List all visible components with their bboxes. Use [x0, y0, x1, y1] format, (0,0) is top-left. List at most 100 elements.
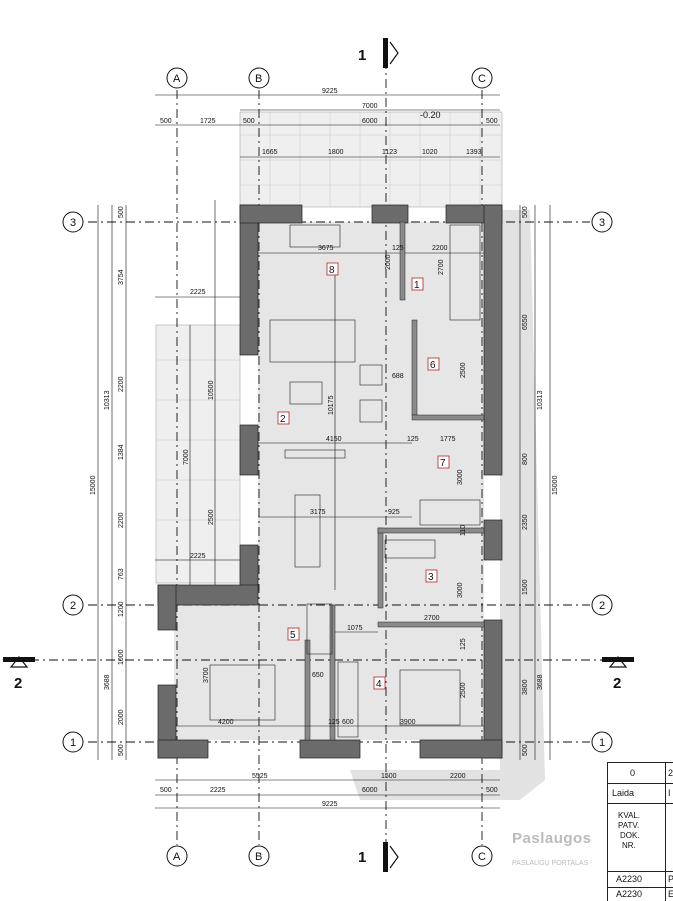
dim-bot-500a: 500: [160, 787, 172, 794]
dim-k-2200: 2200: [432, 245, 448, 252]
title-block-divider: [665, 763, 666, 901]
dim-left-500a: 500: [118, 206, 125, 218]
title-block-code2: A2230: [616, 889, 643, 899]
dim-left-10313: 10313: [104, 390, 111, 410]
title-block-laida: Laida: [612, 788, 635, 798]
dim-bot-500b: 500: [486, 787, 498, 794]
dim-top-7000: 7000: [362, 103, 378, 110]
interior-floor: [174, 222, 484, 740]
dim-in-2225a: 2225: [190, 289, 206, 296]
dim-k-125: 125: [392, 245, 404, 252]
dim-right-15000: 15000: [552, 475, 559, 495]
room-7-label: 7: [440, 458, 446, 469]
section-markers: 1 1 2 2: [3, 38, 634, 872]
watermark-subtitle: PASLAUGŲ PORTALAS: [512, 860, 589, 867]
dim-left-2200a: 2200: [118, 376, 125, 392]
dim-bot-2225: 2225: [210, 787, 226, 794]
dim-right-1500: 1500: [522, 579, 529, 595]
axis-markers: A B C A B C 3 2 1 3 2 1: [62, 67, 613, 867]
axis-c-top: C: [478, 73, 486, 85]
dim-left-3688: 3688: [104, 674, 111, 690]
section-2-left: 2: [14, 675, 22, 692]
room-2-label: 2: [280, 414, 286, 425]
dim-bot-total: 9225: [322, 801, 338, 808]
dim-l-1775: 1775: [440, 436, 456, 443]
dim-right-500b: 500: [522, 744, 529, 756]
title-block-kval: KVAL.: [618, 811, 641, 820]
shadow-area: [155, 111, 545, 800]
title-block-rev: 0: [630, 768, 636, 778]
title-block-code1: A2230: [616, 874, 643, 884]
section-1-top: 1: [358, 47, 366, 64]
dim-right-800: 800: [522, 453, 529, 465]
axis-3-left: 3: [70, 217, 76, 229]
title-block-row-code1: A2230 P: [608, 871, 673, 888]
dim-b-3900: 3900: [400, 719, 416, 726]
room-3-label: 3: [428, 572, 434, 583]
dim-win-1020: 1020: [422, 149, 438, 156]
dim-top-6000: 6000: [362, 118, 378, 125]
dim-right-3800: 3800: [522, 679, 529, 695]
level-mark: -0.20: [420, 110, 441, 120]
dim-r3-3000: 3000: [457, 582, 464, 598]
title-block-table: 0 2 Laida I KVAL. PATV. DOK. NR. A2230 P…: [607, 762, 673, 901]
dim-left-2000: 2000: [118, 709, 125, 725]
axis-a-bottom: A: [173, 851, 181, 863]
dim-left-763: 763: [118, 568, 125, 580]
room-labels: 8 1 6 2 7 3 5 4: [277, 262, 450, 690]
dim-bot-5525: 5525: [252, 773, 268, 780]
dim-left-3754: 3754: [118, 269, 125, 285]
axis-2-right: 2: [599, 600, 605, 612]
dim-bot-1500: 1500: [381, 773, 397, 780]
axis-2-left: 2: [70, 600, 76, 612]
dim-top-500b: 500: [243, 118, 255, 125]
dimension-lines: [97, 94, 551, 809]
interior-walls: [304, 221, 485, 741]
title-block-row-code2: A2230 E: [608, 887, 673, 901]
dim-l-10175: 10175: [328, 395, 335, 415]
room-8-label: 8: [329, 265, 335, 276]
watermark-brand: Paslaugos: [512, 830, 592, 847]
axis-b-top: B: [255, 73, 262, 85]
dim-right-3688: 3688: [537, 674, 544, 690]
dim-d-110: 110: [460, 525, 467, 536]
dim-h-3700: 3700: [203, 667, 210, 683]
dim-k-2700: 2700: [438, 259, 445, 275]
title-block-dok: DOK.: [620, 831, 640, 840]
terrace-hatch: [156, 112, 502, 561]
title-block-laida-b: I: [668, 788, 671, 798]
dim-l-3000: 3000: [457, 469, 464, 485]
dim-top-1725: 1725: [200, 118, 216, 125]
axis-3-right: 3: [599, 217, 605, 229]
dim-bot-6000: 6000: [362, 787, 378, 794]
dim-left-1200: 1200: [118, 601, 125, 617]
dim-b-4200: 4200: [218, 719, 234, 726]
section-1-bottom: 1: [358, 849, 366, 866]
room-5-label: 5: [290, 630, 296, 641]
axis-a-top: A: [173, 73, 181, 85]
dim-left-1384: 1384: [118, 444, 125, 460]
dimension-labels: 9225 7000 500 1725 500 6000 500 -0.20 16…: [90, 88, 559, 808]
dim-left-500b: 500: [118, 744, 125, 756]
title-block-nr: NR.: [622, 841, 636, 850]
dim-b-2500: 2500: [460, 682, 467, 698]
title-block-code2-b: E: [668, 889, 673, 899]
dim-right-500a: 500: [522, 206, 529, 218]
room-4-label: 4: [376, 679, 382, 690]
title-block-rev-b: 2: [668, 768, 673, 778]
furniture: [209, 224, 481, 738]
dim-left-15000: 15000: [90, 475, 97, 495]
dim-win-1393: 1393: [466, 149, 482, 156]
dim-l-125: 125: [407, 436, 419, 443]
dim-k-3675: 3675: [318, 245, 334, 252]
title-block-row-0: 0 2: [608, 763, 673, 784]
dim-r3-125: 125: [460, 638, 467, 650]
dim-top-total: 9225: [322, 88, 338, 95]
axis-1-right: 1: [599, 737, 605, 749]
dim-win-1665: 1665: [262, 149, 278, 156]
room-1-label: 1: [414, 280, 420, 291]
dim-l-688: 688: [392, 373, 404, 380]
axis-c-bottom: C: [478, 851, 486, 863]
dim-l-4150: 4150: [326, 436, 342, 443]
dim-top-500a: 500: [160, 118, 172, 125]
